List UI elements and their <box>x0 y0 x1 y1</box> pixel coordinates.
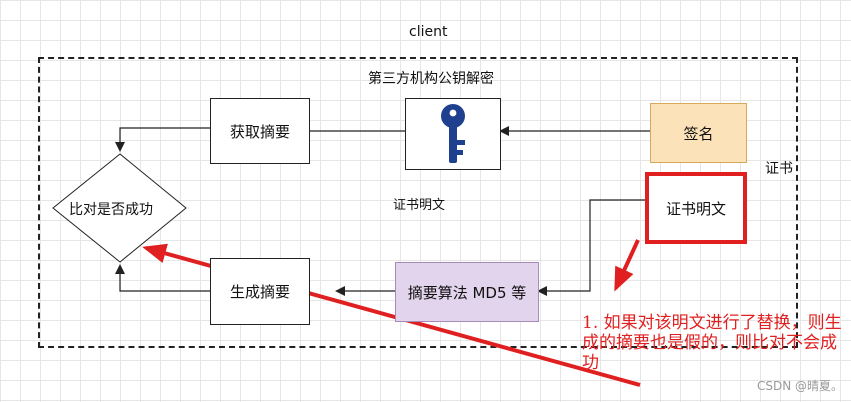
signature-box: 签名 <box>650 103 747 163</box>
third-party-label: 第三方机构公钥解密 <box>368 71 494 87</box>
red-arrow-to-algorithm <box>614 239 640 292</box>
certificate-frame <box>38 57 798 348</box>
arrow-gen-digest-to-compare <box>115 264 210 292</box>
gen-digest-box: 生成摘要 <box>210 258 310 325</box>
arrow-get-digest-to-compare <box>115 127 210 152</box>
algorithm-box: 摘要算法 MD5 等 <box>395 262 539 322</box>
compare-label: 比对是否成功 <box>69 202 153 218</box>
watermark: CSDN @晴夏。 <box>756 379 843 393</box>
compare-diamond <box>52 153 187 263</box>
cert-plaintext-box: 证书明文 <box>645 172 747 244</box>
cert-plaintext-label: 证书明文 <box>665 199 726 218</box>
arrow-plaintext-to-algorithm <box>537 199 645 296</box>
key-box <box>405 98 501 170</box>
get-digest-box: 获取摘要 <box>210 98 310 164</box>
client-title: client <box>409 24 448 40</box>
cert-plaintext-middle-label: 证书明文 <box>393 198 446 213</box>
key-icon <box>441 104 465 163</box>
annotation-note: 1. 如果对该明文进行了替换，则生成的摘要也是假的，则比对不会成功 <box>582 313 842 373</box>
certificate-label: 证书 <box>765 161 793 177</box>
